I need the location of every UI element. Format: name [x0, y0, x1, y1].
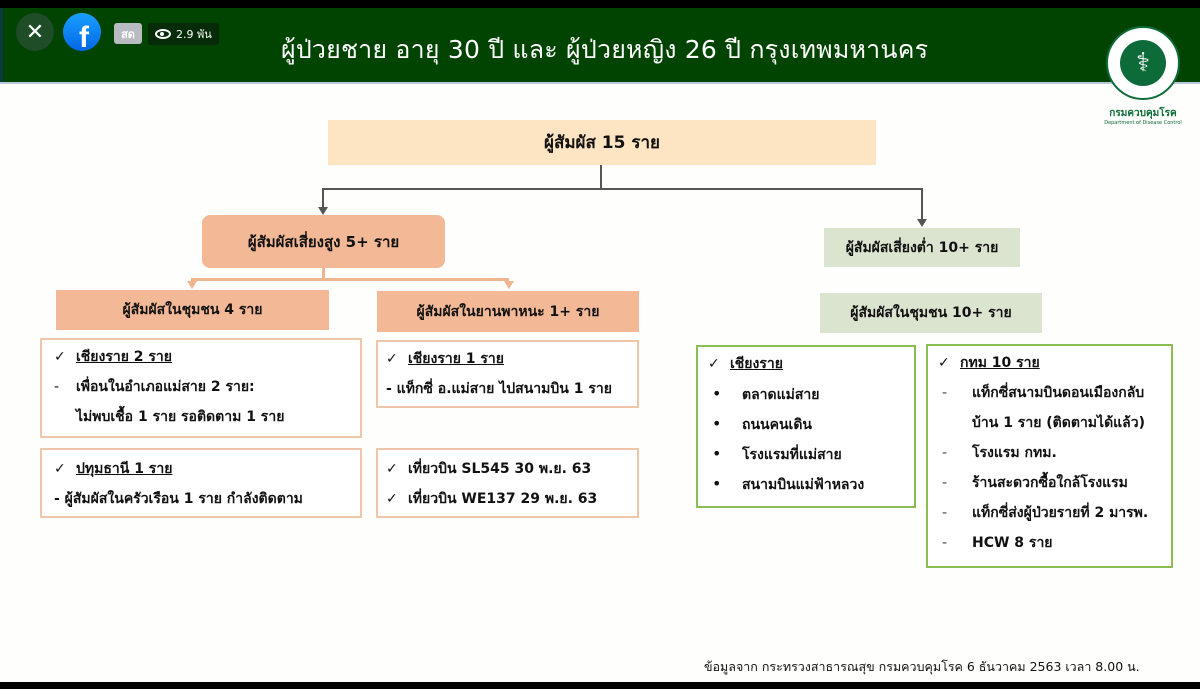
connector: [921, 188, 923, 220]
close-button[interactable]: ✕: [16, 13, 54, 51]
flights-card: ✓ เที่ยวบิน SL545 30 พ.ย. 63 ✓ เที่ยวบิน W…: [376, 448, 639, 518]
facebook-icon[interactable]: f: [63, 13, 101, 51]
ddc-logo: ⚕ กรมควบคุมโรค Department of Disease Con…: [1102, 26, 1184, 132]
location-item: สนามบินแม่ฟ้าหลวง: [742, 477, 865, 493]
total-contacts-box: ผู้สัมผัส 15 ราย: [328, 120, 876, 165]
connector: [322, 188, 923, 190]
live-badge: สด: [114, 23, 142, 44]
card-line: เพื่อนในอำเภอแม่สาย 2 ราย:: [76, 379, 255, 395]
connector: [191, 278, 509, 281]
check-icon: ✓: [54, 461, 66, 477]
dash-icon: -: [54, 379, 60, 395]
card-line: ไม่พบเชื้อ 1 ราย รอติดตาม 1 ราย: [76, 409, 285, 425]
view-count-badge: 2.9 พัน: [148, 23, 219, 45]
low-risk-community-box: ผู้สัมผัสในชุมชน 10+ ราย: [820, 293, 1042, 333]
slide-header: ผู้ป่วยชาย อายุ 30 ปี และ ผู้ป่วยหญิง 26…: [0, 8, 1200, 82]
location-item: ถนนคนเดิน: [742, 417, 812, 433]
location-item: ตลาดแม่สาย: [742, 387, 820, 403]
card-heading: เชียงราย 1 ราย: [408, 351, 504, 367]
check-icon: ✓: [708, 356, 720, 372]
check-icon: ✓: [386, 491, 398, 507]
bullet-icon: •: [712, 414, 722, 433]
dash-icon: -: [942, 505, 948, 521]
low-risk-box: ผู้สัมผัสเสี่ยงต่ำ 10+ ราย: [824, 228, 1020, 267]
bottom-frame-edge: [0, 684, 1200, 689]
contact-item: HCW 8 ราย: [972, 535, 1053, 551]
close-icon: ✕: [25, 19, 45, 45]
contact-item: แท็กซี่สนามบินดอนเมืองกลับ: [972, 385, 1145, 401]
source-note: ข้อมูลจาก กระทรวงสาธารณสุข กรมควบคุมโรค …: [704, 659, 1140, 674]
check-icon: ✓: [54, 349, 66, 365]
logo-text: กรมควบคุมโรค: [1109, 108, 1177, 119]
chiangrai-low-risk-card: ✓ เชียงราย • ตลาดแม่สาย • ถนนคนเดิน • โรงแรม…: [696, 345, 916, 508]
connector: [322, 188, 324, 208]
location-item: โรงแรมที่แม่สาย: [742, 447, 842, 463]
bangkok-card: ✓กทม 10 ราย -แท็กซี่สนามบินดอนเมืองกลับ …: [926, 344, 1173, 568]
logo-subtext: Department of Disease Control: [1104, 120, 1182, 126]
contact-item: แท็กซี่ส่งผู้ป่วยรายที่ 2 มารพ.: [972, 505, 1149, 521]
arrow-icon: [187, 281, 197, 289]
arrow-icon: [504, 281, 514, 289]
high-risk-vehicle-box: ผู้สัมผัสในยานพาหนะ 1+ ราย: [377, 291, 639, 332]
high-risk-community-box: ผู้สัมผัสในชุมชน 4 ราย: [56, 290, 329, 330]
contact-item: ร้านสะดวกซื้อใกล้โรงแรม: [972, 475, 1128, 491]
dash-icon: -: [942, 535, 948, 551]
card-heading: เชียงราย 2 ราย: [76, 349, 172, 365]
flight-item: เที่ยวบิน WE137 29 พ.ย. 63: [408, 491, 598, 507]
arrow-icon: [318, 207, 328, 215]
bullet-icon: •: [712, 384, 722, 403]
card-line: - ผู้สัมผัสในครัวเรือน 1 ราย กำลังติดตาม: [54, 491, 303, 507]
card-heading: ปทุมธานี 1 ราย: [76, 461, 173, 477]
check-icon: ✓: [386, 351, 398, 367]
card-heading: เชียงราย: [730, 356, 783, 372]
top-frame-edge: [0, 0, 1200, 8]
bullet-icon: •: [712, 444, 722, 463]
dash-icon: -: [942, 475, 948, 491]
check-icon: ✓: [938, 355, 950, 371]
chiangrai-community-card: ✓ เชียงราย 2 ราย -เพื่อนในอำเภอแม่สาย 2 ร…: [40, 338, 362, 438]
high-risk-box: ผู้สัมผัสเสี่ยงสูง 5+ ราย: [202, 215, 445, 268]
contact-item: โรงแรม กทม.: [972, 445, 1057, 461]
flight-item: เที่ยวบิน SL545 30 พ.ย. 63: [408, 461, 592, 477]
caduceus-icon: ⚕: [1120, 40, 1166, 86]
check-icon: ✓: [386, 461, 398, 477]
eye-icon: [155, 29, 171, 39]
arrow-icon: [917, 219, 927, 227]
view-count: 2.9 พัน: [176, 28, 212, 41]
logo-emblem: ⚕: [1106, 26, 1180, 100]
dash-icon: -: [942, 385, 948, 401]
connector: [600, 165, 602, 189]
bullet-icon: •: [712, 474, 722, 493]
connector: [322, 268, 325, 279]
pathumthani-card: ✓ ปทุมธานี 1 ราย - ผู้สัมผัสในครัวเรือน 1…: [40, 448, 362, 518]
card-heading: กทม 10 ราย: [960, 355, 1040, 371]
dash-icon: -: [942, 445, 948, 461]
contact-item: บ้าน 1 ราย (ติดตามได้แล้ว): [972, 415, 1146, 431]
page-title: ผู้ป่วยชาย อายุ 30 ปี และ ผู้ป่วยหญิง 26…: [281, 35, 929, 64]
card-line: - แท็กซี่ อ.แม่สาย ไปสนามบิน 1 ราย: [386, 381, 612, 397]
chiangrai-vehicle-card: ✓ เชียงราย 1 ราย - แท็กซี่ อ.แม่สาย ไปสนา…: [376, 340, 639, 408]
